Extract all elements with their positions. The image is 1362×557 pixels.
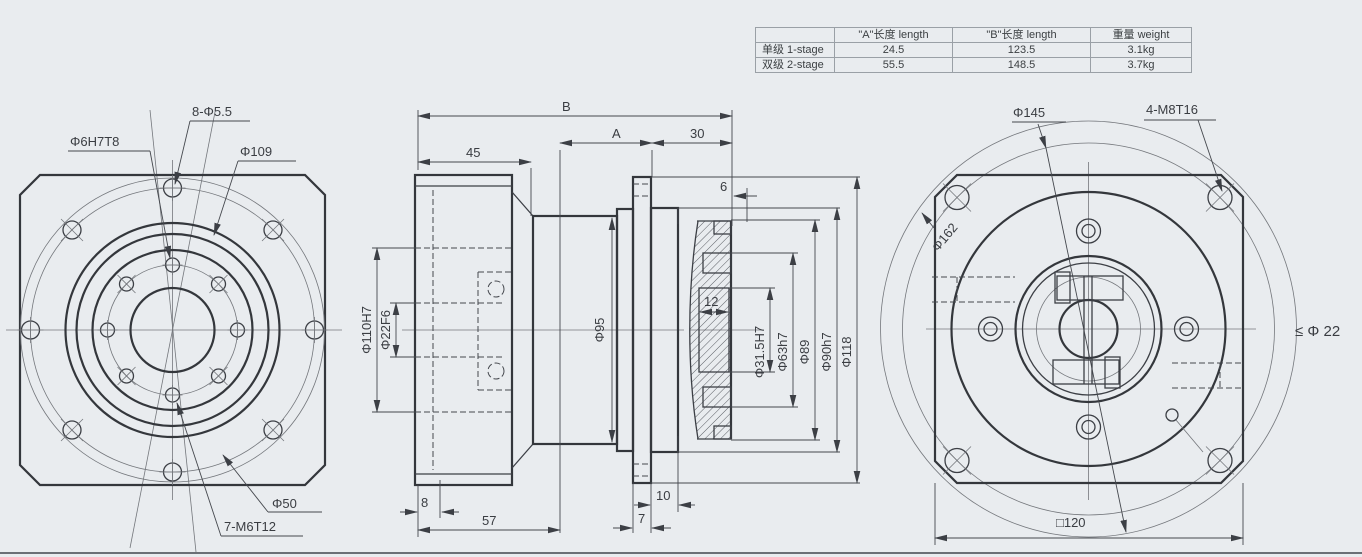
dim-label-key-width: 12 [704, 294, 718, 309]
dim-label-pilot-od: Φ90h7 [819, 332, 834, 371]
dim-label-ring-od: Φ89 [797, 340, 812, 365]
dim-label-45: 45 [466, 145, 480, 160]
dim-label-a: A [612, 126, 621, 141]
dim-label-input-bore: Φ31.5H7 [752, 326, 767, 378]
dim-label-mount-holes: 4-M8T16 [1146, 102, 1198, 117]
table-header-row: "A"长度 length "B"长度 length 重量 weight [755, 27, 1192, 43]
dim-label-b: B [562, 99, 571, 114]
dim-label-bolt-circle: Φ109 [240, 144, 272, 159]
spec-table: "A"长度 length "B"长度 length 重量 weight 单级 1… [755, 27, 1192, 73]
table-row: 单级 1-stage 24.5 123.5 3.1kg [755, 42, 1192, 58]
dim-label-8: 8 [421, 495, 428, 510]
dim-label-shaft-bore: Φ22F6 [378, 310, 393, 350]
dim-label-square: □120 [1056, 515, 1086, 530]
dim-label-bolt-holes: 8-Φ5.5 [192, 104, 232, 119]
table-cell-b: 148.5 [952, 57, 1091, 73]
dim-label-body-od: Φ95 [592, 318, 607, 343]
dim-label-rear-bolt-circle: Φ145 [1013, 105, 1045, 120]
front-view: Φ6H7T8 8-Φ5.5 Φ109 Φ50 7-M6T12 [6, 104, 342, 553]
rear-view: Φ145 4-M8T16 Φ162 ≤ Φ 22 □120 [880, 102, 1340, 545]
table-cell-stage: 双级 2-stage [755, 57, 835, 73]
dim-label-max-bore: ≤ Φ 22 [1295, 323, 1340, 340]
dim-label-dowel-hole: Φ6H7T8 [70, 134, 119, 149]
dim-label-7: 7 [638, 511, 645, 526]
dim-label-6: 6 [720, 179, 727, 194]
dim-label-spigot: Φ110H7 [359, 306, 374, 354]
dim-label-57: 57 [482, 513, 496, 528]
dim-label-10: 10 [656, 488, 670, 503]
dim-label-clamp-od: Φ63h7 [775, 332, 790, 371]
table-cell-weight: 3.1kg [1090, 42, 1192, 58]
side-view: B A 30 45 6 Φ110H7 Φ22F6 Φ95 12 Φ31.5H7 [359, 99, 861, 537]
table-row: 双级 2-stage 55.5 148.5 3.7kg [755, 57, 1192, 73]
dim-label-center-bore: Φ50 [272, 496, 297, 511]
dim-label-30: 30 [690, 126, 704, 141]
sheet-border-line [0, 552, 1362, 554]
dim-label-thread-holes: 7-M6T12 [224, 519, 276, 534]
table-cell-a: 24.5 [834, 42, 953, 58]
dim-label-chamfer-circle: Φ162 [929, 220, 961, 254]
table-cell-weight: 3.7kg [1090, 57, 1192, 73]
dim-label-flange-od: Φ118 [839, 336, 854, 367]
